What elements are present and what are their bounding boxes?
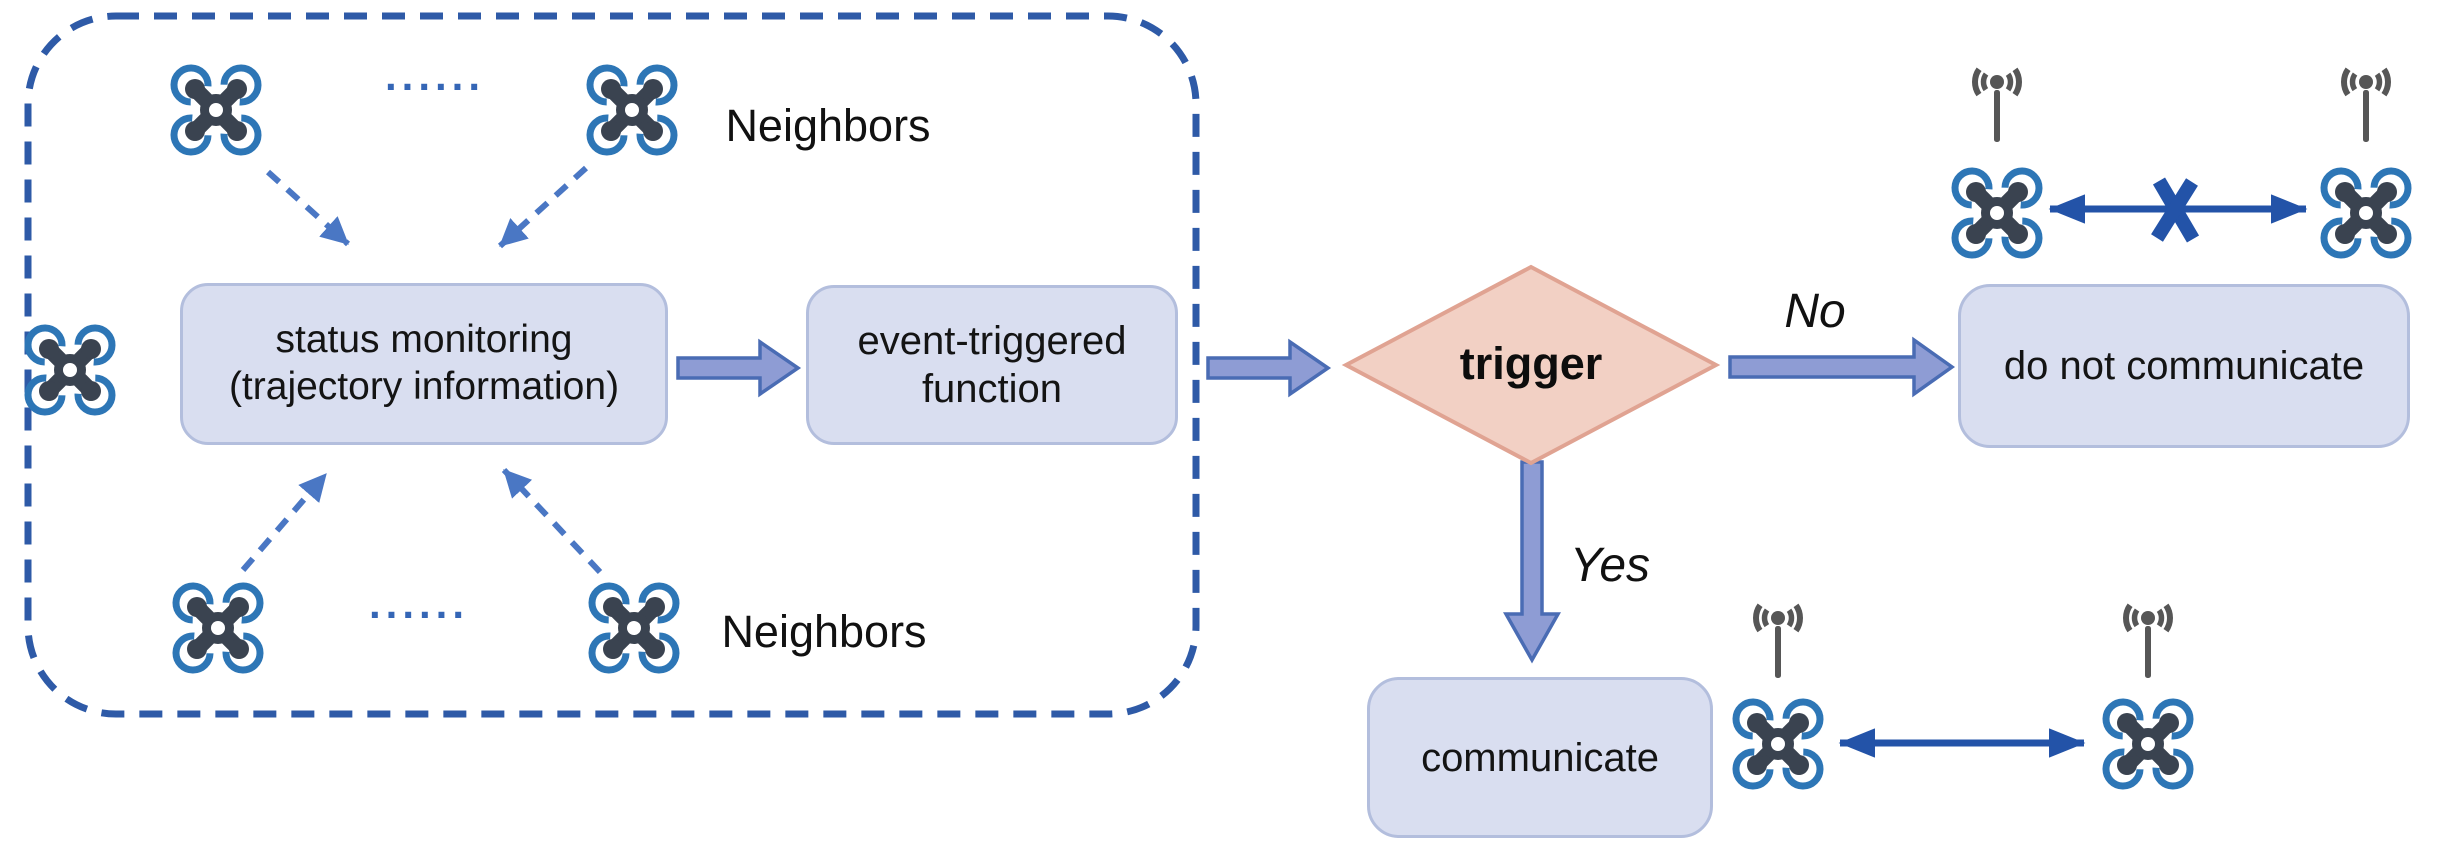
drone-icon xyxy=(592,586,677,671)
communicate-label: communicate xyxy=(1421,735,1659,780)
flow-arrow-no-branch xyxy=(1728,336,1956,398)
neighbor-link-arrow xyxy=(240,472,329,572)
flow-arrow-event-to-trigger xyxy=(1206,338,1332,398)
no-branch-label: No xyxy=(1784,285,1846,338)
yes-branch-label: Yes xyxy=(1569,539,1651,592)
neighbor-observation-arrows xyxy=(240,165,603,575)
drone-icon xyxy=(2106,702,2191,787)
antenna-icon xyxy=(2335,51,2396,142)
x-mark-icon xyxy=(2151,177,2200,243)
status-monitoring-box: status monitoring (trajectory informatio… xyxy=(180,283,668,445)
event-triggered-function-box: event-triggered function xyxy=(806,285,1178,445)
neighbor-link-arrow xyxy=(497,165,589,249)
do-not-communicate-box: do not communicate xyxy=(1958,284,2410,448)
blocked-comm-link xyxy=(2048,177,2308,243)
decision-diamond xyxy=(1341,264,1721,466)
drone-icon xyxy=(590,68,675,153)
event-function-line2: function xyxy=(921,367,1063,411)
trigger-label: trigger xyxy=(1459,338,1603,389)
event-function-line1: event-triggered xyxy=(857,319,1127,363)
antenna-icon xyxy=(2117,587,2178,678)
ellipsis-dots: ...... xyxy=(384,52,485,99)
neighbor-group-dashed-boundary xyxy=(24,12,1200,718)
flow-arrows xyxy=(676,336,1956,664)
antenna-icon xyxy=(1747,587,1808,678)
drone-icon xyxy=(2324,171,2409,256)
neighbors-top-label: Neighbors xyxy=(725,100,931,151)
neighbor-link-arrow xyxy=(501,467,603,575)
status-monitoring-line1: status monitoring xyxy=(275,318,573,362)
drone-icon xyxy=(1955,171,2040,256)
drone-icon xyxy=(28,328,113,413)
drone-icon xyxy=(1736,702,1821,787)
ellipsis-dots: ...... xyxy=(368,580,469,627)
do-not-communicate-label: do not communicate xyxy=(2003,344,2365,388)
antenna-icon xyxy=(1966,51,2027,142)
drone-icon xyxy=(174,68,259,153)
flow-arrow-status-to-event xyxy=(676,338,802,398)
flow-arrow-yes-branch xyxy=(1503,460,1561,664)
neighbor-link-arrow xyxy=(265,169,351,247)
neighbors-bottom-label: Neighbors xyxy=(721,606,927,657)
communicate-box: communicate xyxy=(1367,677,1713,838)
status-monitoring-line2: (trajectory information) xyxy=(228,365,620,408)
drone-icon xyxy=(176,586,261,671)
